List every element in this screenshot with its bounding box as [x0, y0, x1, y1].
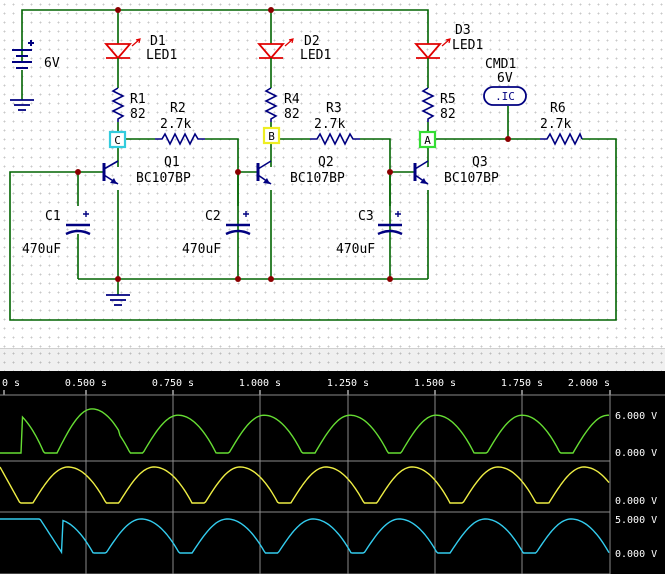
resistor-r6-name: R6: [550, 101, 566, 116]
capacitor-c3-name: C3: [358, 209, 374, 224]
probe-a-label: A: [424, 134, 431, 147]
resistor-r3-name: R3: [326, 101, 342, 116]
battery-label: 6V: [44, 56, 60, 71]
schematic-canvas[interactable]: 6V D1 LED1 D2 LED1 D3 LED1 R1 82: [0, 0, 665, 348]
resistor-r1-value: 82: [130, 107, 146, 122]
resistor-r3[interactable]: R3 2.7k: [310, 101, 360, 146]
time-axis: 0 s 0.500 s 0.750 s 1.000 s 1.250 s 1.500 s 1.…: [2, 378, 611, 395]
time-tick-label: 1.000 s: [239, 378, 281, 389]
transistor-q3[interactable]: Q3 BC107BP: [413, 155, 499, 186]
trace-a-waveform: [0, 408, 609, 454]
oscilloscope-panel: 0 s 0.500 s 0.750 s 1.000 s 1.250 s 1.500 s 1.…: [0, 371, 665, 575]
resistor-r2-value: 2.7k: [160, 117, 191, 132]
capacitor-c2[interactable]: C2 470uF: [182, 209, 251, 257]
led-d1-name: D1: [150, 34, 166, 49]
led-d1-model: LED1: [146, 48, 177, 63]
transistor-q1-model: BC107BP: [136, 171, 191, 186]
capacitor-c1[interactable]: C1 470uF: [22, 209, 91, 257]
pane-splitter[interactable]: [0, 348, 665, 372]
ic-directive-cmd1[interactable]: CMD1 6V .IC: [483, 57, 527, 106]
led-d2[interactable]: D2 LED1: [257, 34, 331, 80]
time-tick-label: 0.750 s: [152, 378, 194, 389]
capacitor-c2-value: 470uF: [182, 242, 221, 257]
waveform-plot: 0 s 0.500 s 0.750 s 1.000 s 1.250 s 1.500 s 1.…: [0, 371, 665, 575]
resistor-r2-name: R2: [170, 101, 186, 116]
trace-b-waveform: [0, 466, 610, 504]
led-d2-model: LED1: [300, 48, 331, 63]
capacitor-c3[interactable]: C3 470uF: [336, 209, 403, 257]
resistor-r1[interactable]: R1 82: [111, 80, 146, 122]
trace-c-waveform: [0, 518, 610, 555]
ground-symbol-battery: [10, 99, 34, 111]
junction-nodes: [75, 7, 511, 282]
time-tick-label: 2.000 s: [568, 378, 610, 389]
led-d3-model: LED1: [452, 38, 483, 53]
transistor-q3-model: BC107BP: [444, 171, 499, 186]
capacitor-c1-name: C1: [45, 209, 61, 224]
resistor-r4-name: R4: [284, 92, 300, 107]
capacitor-c2-name: C2: [205, 209, 221, 224]
trace-bottom-label: 0.000 V: [615, 549, 657, 560]
transistor-q2[interactable]: Q2 BC107BP: [256, 155, 345, 186]
resistor-r5-name: R5: [440, 92, 456, 107]
resistor-r5-value: 82: [440, 107, 456, 122]
resistor-r2[interactable]: R2 2.7k: [155, 101, 205, 146]
trace-bottom-label: 0.000 V: [615, 448, 657, 459]
trace-top-label: 5.000 V: [615, 515, 657, 526]
transistor-q2-name: Q2: [318, 155, 334, 170]
resistor-r4[interactable]: R4 82: [264, 80, 300, 122]
resistor-r3-value: 2.7k: [314, 117, 345, 132]
ground-symbol-main: [106, 294, 130, 306]
led-d3[interactable]: D3 LED1: [414, 23, 483, 80]
time-tick-label: 1.750 s: [501, 378, 543, 389]
plot-area: [0, 395, 610, 574]
led-d3-name: D3: [455, 23, 471, 38]
transistor-q2-model: BC107BP: [290, 171, 345, 186]
traces: [0, 408, 610, 555]
transistor-q3-name: Q3: [472, 155, 488, 170]
trace-bottom-label: 0.000 V: [615, 496, 657, 507]
time-tick-label: 1.500 s: [414, 378, 456, 389]
probe-b[interactable]: B: [262, 126, 281, 145]
probe-b-label: B: [268, 130, 275, 143]
trace-top-label: 6.000 V: [615, 411, 657, 422]
transistor-q1[interactable]: Q1 BC107BP: [102, 155, 191, 186]
resistor-r1-name: R1: [130, 92, 146, 107]
voltage-labels: 6.000 V 0.000 V 0.000 V 5.000 V 0.000 V: [615, 411, 657, 560]
directive-text: .IC: [495, 90, 515, 103]
capacitor-c3-value: 470uF: [336, 242, 375, 257]
probe-a[interactable]: A: [418, 130, 437, 149]
led-d2-name: D2: [304, 34, 320, 49]
schematic-drawing: 6V D1 LED1 D2 LED1 D3 LED1 R1 82: [9, 7, 617, 321]
probe-c[interactable]: C: [108, 130, 127, 149]
resistor-r6[interactable]: R6 2.7k: [540, 101, 583, 146]
directive-value: 6V: [497, 71, 513, 86]
time-tick-label: 0.500 s: [65, 378, 107, 389]
resistor-r6-value: 2.7k: [540, 117, 571, 132]
resistor-r4-value: 82: [284, 107, 300, 122]
time-tick-label: 0 s: [2, 378, 20, 389]
transistor-q1-name: Q1: [164, 155, 180, 170]
directive-name: CMD1: [485, 57, 516, 72]
time-tick-label: 1.250 s: [327, 378, 369, 389]
capacitor-c1-value: 470uF: [22, 242, 61, 257]
resistor-r5[interactable]: R5 82: [421, 80, 456, 122]
led-d1[interactable]: D1 LED1: [104, 34, 177, 80]
battery-symbol[interactable]: 6V: [12, 40, 60, 71]
probe-c-label: C: [114, 134, 121, 147]
